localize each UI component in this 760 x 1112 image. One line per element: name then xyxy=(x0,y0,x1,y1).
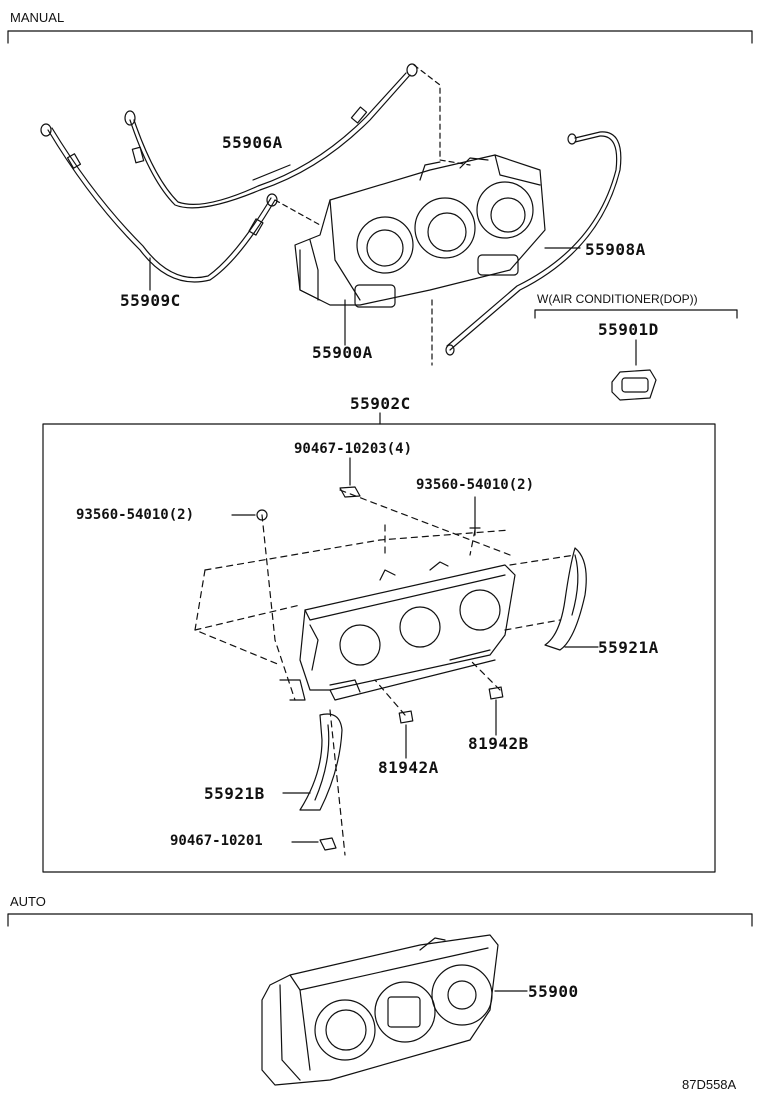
clip-90467-10201 xyxy=(319,837,337,851)
auto-section-bracket xyxy=(7,913,753,927)
clip-90467-10203 xyxy=(339,486,361,498)
part-label-55909c: 55909C xyxy=(120,291,181,310)
part-label-55901d: 55901D xyxy=(598,320,659,339)
cable-55908a xyxy=(445,131,622,356)
part-label-55921b: 55921B xyxy=(204,784,265,803)
part-label-55900a: 55900A xyxy=(312,343,373,362)
manual-leaders xyxy=(274,64,471,366)
condition-bracket xyxy=(534,309,738,319)
screw-93560-right xyxy=(469,521,481,536)
heater-control-55900a xyxy=(294,154,546,308)
screw-93560-left xyxy=(256,509,268,521)
part-label-93560-right: 93560-54010(2) xyxy=(416,477,535,493)
part-label-90467-10203: 90467-10203(4) xyxy=(294,441,413,457)
manual-section-bracket xyxy=(7,30,753,44)
part-label-55902c: 55902C xyxy=(350,394,411,413)
part-label-55921a: 55921A xyxy=(598,638,659,657)
leader-55906a xyxy=(252,164,291,181)
trim-55921b xyxy=(299,713,343,811)
auto-control-55900 xyxy=(261,934,499,1086)
switch-55901d xyxy=(611,369,657,401)
part-label-55906a: 55906A xyxy=(222,133,283,152)
cluster-panel xyxy=(279,561,516,701)
clip-81942a xyxy=(398,710,414,724)
part-label-81942b: 81942B xyxy=(468,734,529,753)
cable-55906a xyxy=(124,63,418,209)
trim-55921a xyxy=(544,547,587,651)
panel-group-frame xyxy=(42,423,716,873)
part-label-55900: 55900 xyxy=(528,982,579,1001)
part-label-93560-left: 93560-54010(2) xyxy=(76,507,195,523)
part-label-55908a: 55908A xyxy=(585,240,646,259)
cable-55909c xyxy=(40,123,278,283)
part-label-90467-10201: 90467-10201 xyxy=(170,833,263,849)
condition-note: W(AIR CONDITIONER(DOP)) xyxy=(537,292,698,306)
manual-section-label: MANUAL xyxy=(10,10,65,25)
diagram-code: 87D558A xyxy=(682,1077,737,1092)
auto-section-label: AUTO xyxy=(10,894,46,909)
part-label-81942a: 81942A xyxy=(378,758,439,777)
clip-81942b xyxy=(488,686,504,700)
